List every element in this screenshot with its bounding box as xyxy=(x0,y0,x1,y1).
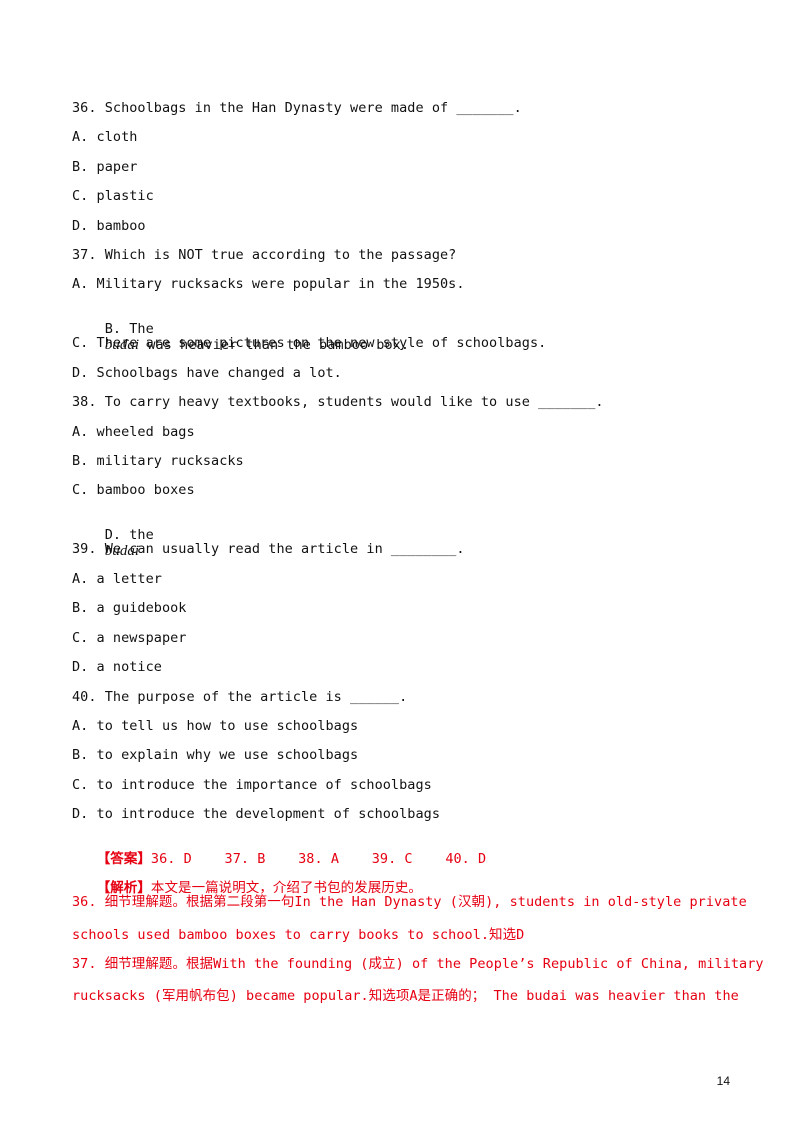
question-37-option-b: B. The budai was heavier than the bamboo… xyxy=(72,305,409,369)
question-38-option-d-prefix: D. the xyxy=(104,527,154,543)
question-40-option-c: C. to introduce the importance of school… xyxy=(72,777,432,793)
analysis-37-line-1: 37. 细节理解题。根据With the founding (成立) of th… xyxy=(72,956,764,972)
question-40-option-a: A. to tell us how to use schoolbags xyxy=(72,718,359,734)
question-36-stem: 36. Schoolbags in the Han Dynasty were m… xyxy=(72,100,522,116)
question-37-option-c: C. There are some pictures on the new st… xyxy=(72,335,547,351)
question-37-option-d: D. Schoolbags have changed a lot. xyxy=(72,365,342,381)
question-40-option-d: D. to introduce the development of schoo… xyxy=(72,806,440,822)
question-37-option-a: A. Military rucksacks were popular in th… xyxy=(72,276,465,292)
question-36-option-c: C. plastic xyxy=(72,188,154,204)
question-40-stem: 40. The purpose of the article is ______… xyxy=(72,689,408,705)
analysis-label: 【解析】 xyxy=(96,880,151,896)
question-36-option-d: D. bamboo xyxy=(72,218,146,234)
question-39-option-a: A. a letter xyxy=(72,571,162,587)
analysis-intro-line: 【解析】本文是一篇说明文，介绍了书包的发展历史。 xyxy=(64,864,422,912)
analysis-37-line-2: rucksacks (军用帆布包) became popular.知选项A是正确… xyxy=(72,988,739,1004)
question-39-stem: 39. We can usually read the article in _… xyxy=(72,541,465,557)
question-37-option-b-prefix: B. The xyxy=(104,321,154,337)
question-40-option-b: B. to explain why we use schoolbags xyxy=(72,747,359,763)
question-38-option-b: B. military rucksacks xyxy=(72,453,244,469)
answer-key-values: 36. D 37. B 38. A 39. C 40. D xyxy=(150,851,487,867)
budai-term: budai xyxy=(104,337,140,353)
question-36-option-b: B. paper xyxy=(72,159,138,175)
analysis-intro-text: 本文是一篇说明文，介绍了书包的发展历史。 xyxy=(150,880,422,896)
question-37-stem: 37. Which is NOT true according to the p… xyxy=(72,247,457,263)
question-39-option-d: D. a notice xyxy=(72,659,162,675)
question-38-option-d: D. the budai xyxy=(72,511,154,575)
analysis-36-line-1: 36. 细节理解题。根据第二段第一句In the Han Dynasty (汉朝… xyxy=(72,894,747,910)
page-number: 14 xyxy=(716,1074,730,1088)
budai-term: budai xyxy=(104,543,140,559)
question-37-option-b-suffix: was heavier than the bamboo box. xyxy=(139,337,410,353)
analysis-36-line-2: schools used bamboo boxes to carry books… xyxy=(72,927,525,943)
question-39-option-c: C. a newspaper xyxy=(72,630,187,646)
question-38-option-a: A. wheeled bags xyxy=(72,424,195,440)
answer-key-line: 【答案】36. D 37. B 38. A 39. C 40. D xyxy=(64,835,486,883)
question-38-option-c: C. bamboo boxes xyxy=(72,482,195,498)
question-39-option-b: B. a guidebook xyxy=(72,600,187,616)
question-38-stem: 38. To carry heavy textbooks, students w… xyxy=(72,394,604,410)
question-36-option-a: A. cloth xyxy=(72,129,138,145)
answer-key-label: 【答案】 xyxy=(96,851,151,867)
